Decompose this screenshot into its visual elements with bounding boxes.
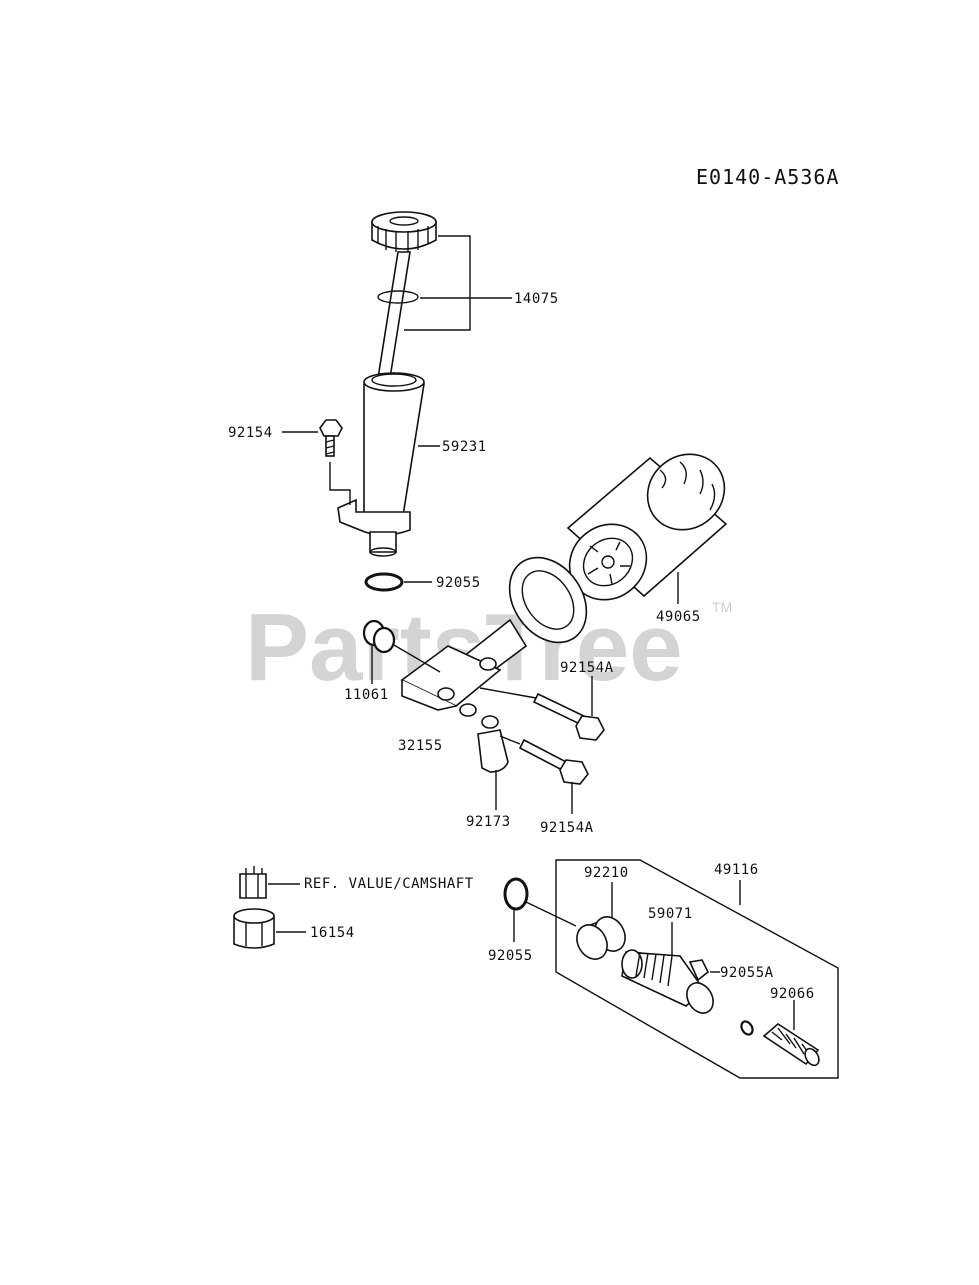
leader-92154a-upper <box>479 676 593 716</box>
gauge-tube-part[interactable] <box>337 372 425 557</box>
label-14075: 14075 <box>514 291 559 307</box>
clamp-92173-part[interactable] <box>477 715 509 773</box>
assembly-outline <box>555 859 839 1079</box>
bolt-92154-part[interactable] <box>319 419 343 457</box>
bolt-92154a-lower-part[interactable] <box>518 738 589 785</box>
label-59231: 59231 <box>442 439 487 455</box>
gear-16154-part[interactable] <box>233 908 275 949</box>
leader-14075 <box>404 235 512 331</box>
collar-92210-part[interactable] <box>571 911 631 964</box>
spring-92066-part[interactable] <box>762 1023 822 1068</box>
label-59071: 59071 <box>648 906 693 922</box>
label-ref-valve: REF. VALUE/CAMSHAFT <box>304 876 474 892</box>
label-49065: 49065 <box>656 609 701 625</box>
oring-92055-lower[interactable] <box>503 877 529 911</box>
label-32155: 32155 <box>398 738 443 754</box>
oil-filter-part[interactable] <box>554 439 740 616</box>
leader-92154a-lower <box>499 735 573 814</box>
filter-bracket-part[interactable] <box>400 543 602 717</box>
label-92173: 92173 <box>466 814 511 830</box>
bolt-92154-path <box>329 462 351 505</box>
label-92154a-lower: 92154A <box>540 820 594 836</box>
label-16154: 16154 <box>310 925 355 941</box>
fitting-59071-part[interactable] <box>621 949 718 1018</box>
label-92055-lower: 92055 <box>488 948 533 964</box>
label-92066: 92066 <box>770 986 815 1002</box>
oring-92055-upper[interactable] <box>364 572 404 592</box>
label-92154a-upper: 92154A <box>560 660 614 676</box>
bolt-92154a-upper-part[interactable] <box>532 692 605 741</box>
label-92210: 92210 <box>584 865 629 881</box>
dipstick-cap-part[interactable] <box>371 211 437 379</box>
dipstick-oring <box>377 290 419 304</box>
ref-valve-part[interactable] <box>239 866 267 899</box>
oring-92055a-part[interactable] <box>739 1019 755 1036</box>
leader-11061 <box>371 644 441 684</box>
leader-92055-lower <box>513 901 577 942</box>
label-11061: 11061 <box>344 687 389 703</box>
seal-pair-part[interactable] <box>362 619 396 654</box>
label-92055-upper: 92055 <box>436 575 481 591</box>
watermark-trademark: TM <box>712 599 732 615</box>
diagram-code: E0140-A536A <box>696 165 839 189</box>
label-49116: 49116 <box>714 862 759 878</box>
label-92154: 92154 <box>228 425 273 441</box>
label-92055a: 92055A <box>720 965 774 981</box>
